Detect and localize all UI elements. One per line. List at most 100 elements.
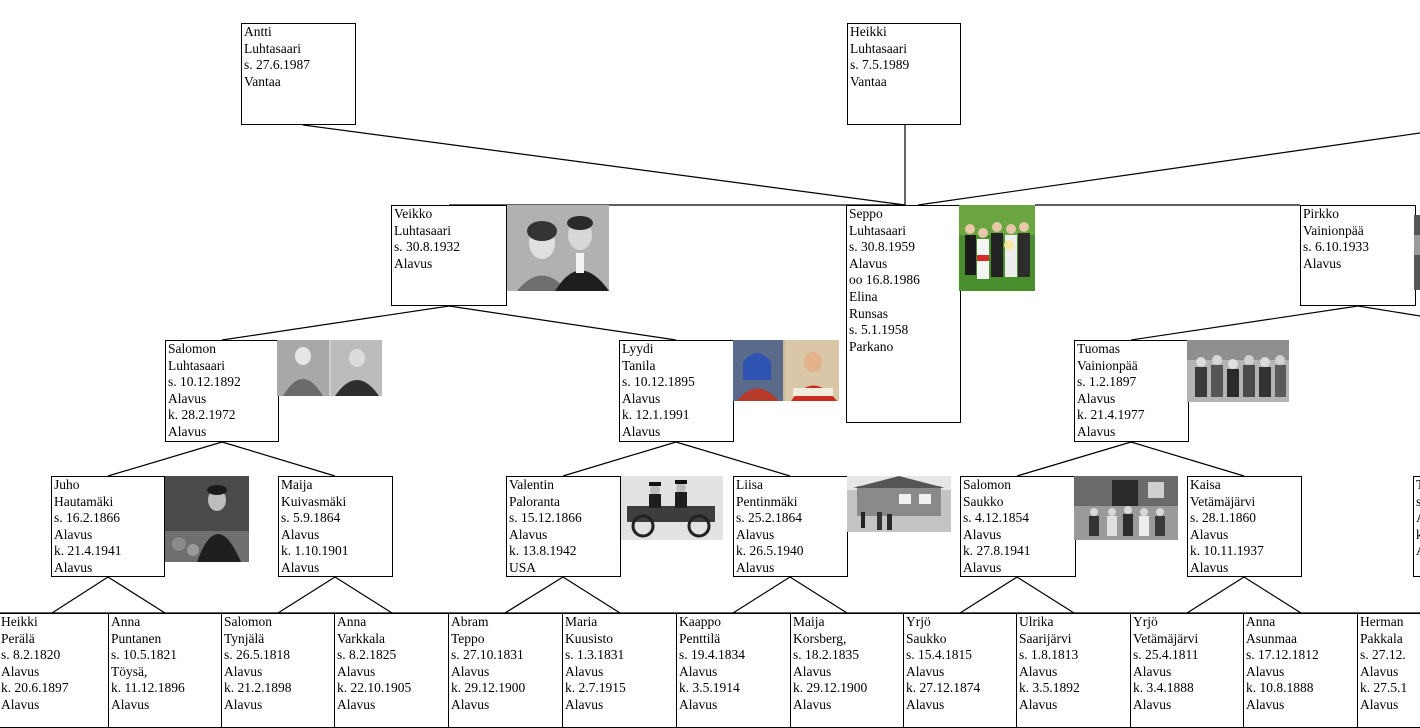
person-text-line: Luhtasaari bbox=[849, 222, 906, 238]
person-text-line: Salomon bbox=[224, 614, 273, 629]
person-text-line: A bbox=[1416, 543, 1420, 560]
person-text-line: Alavus bbox=[168, 423, 207, 439]
person-text-line: s. 26.5.1818 bbox=[224, 647, 291, 663]
person-text-line: Vetämäjärvi bbox=[1190, 493, 1256, 509]
person-text-line: Tuomas bbox=[1077, 341, 1121, 356]
person-text-line: s. 16.2.1866 bbox=[54, 510, 121, 526]
person-text-line: Alavus bbox=[54, 526, 93, 542]
person-text-line: Paloranta bbox=[509, 493, 560, 509]
person-text-line: Alavus bbox=[736, 526, 775, 542]
person-text-line: s. 27.6.1987 bbox=[244, 57, 311, 73]
person-text-line: k. 11.12.1896 bbox=[111, 680, 185, 696]
photo-salomon-luhtasaari bbox=[277, 340, 382, 396]
person-text-line: Vantaa bbox=[850, 73, 887, 89]
person-text-line: Alavus bbox=[622, 390, 661, 406]
photo-tuomas bbox=[1187, 340, 1289, 402]
person-text-line: Alavus bbox=[793, 663, 832, 679]
person-text-line: Alavus bbox=[111, 696, 150, 712]
person-text-line: Kuivasmäki bbox=[281, 493, 347, 509]
person-text-line: Alavus bbox=[281, 526, 320, 542]
person-text-line: Alavus bbox=[1303, 255, 1342, 271]
connector-line bbox=[1357, 305, 1420, 317]
portrait-pair-image bbox=[733, 340, 839, 401]
person-text-line: Penttilä bbox=[679, 630, 721, 646]
person-text-line: k. 3.5.1914 bbox=[679, 680, 740, 696]
person-text-line: oo 16.8.1986 bbox=[849, 272, 920, 288]
person-text-line: Maija bbox=[793, 614, 825, 629]
person-box-edge-right[interactable]: TsAkA bbox=[1413, 476, 1420, 577]
person-text-line: Alavus bbox=[281, 559, 320, 575]
connector-line bbox=[504, 576, 564, 614]
connector-line bbox=[51, 576, 109, 614]
person-text-line: s. 27.12. bbox=[1360, 647, 1406, 663]
person-text-line: s. 15.12.1866 bbox=[509, 510, 582, 526]
person-text-line: Salomon bbox=[168, 341, 217, 356]
person-text-line: k. 12.1.1991 bbox=[622, 407, 690, 423]
person-text-line: Lyydi bbox=[622, 341, 654, 356]
person-text-line: Vainionpää bbox=[1303, 222, 1364, 238]
person-text-line: Abram bbox=[451, 614, 489, 629]
person-text-line: Antti bbox=[244, 24, 272, 39]
person-text-line: s. 1.8.1813 bbox=[1019, 647, 1079, 663]
person-text-line: Alavus bbox=[224, 696, 263, 712]
person-text-line: Saukko bbox=[963, 493, 1004, 509]
person-text-line: k. 21.4.1941 bbox=[54, 543, 122, 559]
person-text-line: Alavus bbox=[337, 663, 376, 679]
person-text-line: Alavus bbox=[451, 696, 490, 712]
person-text-line: k. 29.12.1900 bbox=[451, 680, 526, 696]
house-photo-image bbox=[847, 476, 951, 532]
person-text-line: Hautamäki bbox=[54, 493, 114, 509]
car-photo-image bbox=[621, 476, 723, 540]
person-text-line: Luhtasaari bbox=[244, 40, 301, 56]
person-text-line: k. 29.12.1900 bbox=[793, 680, 868, 696]
person-text-line: Heikki bbox=[1, 614, 38, 629]
person-text-line: Parkano bbox=[849, 338, 894, 354]
person-text-line: Alavus bbox=[793, 696, 832, 712]
person-text-line: s. 18.2.1835 bbox=[793, 647, 860, 663]
person-text-line: Pirkko bbox=[1303, 206, 1340, 221]
connector-line bbox=[1130, 441, 1245, 477]
person-text-line: Alavus bbox=[565, 663, 604, 679]
person-text-line: Alavus bbox=[679, 663, 718, 679]
person-text-line: Vetämäjärvi bbox=[1133, 630, 1199, 646]
person-text-line: Alavus bbox=[1077, 390, 1116, 406]
photo-seppo bbox=[959, 205, 1035, 291]
connector-line bbox=[107, 576, 166, 614]
person-text-line: k. 3.5.1892 bbox=[1019, 680, 1080, 696]
person-text-line: s. 30.8.1959 bbox=[849, 239, 916, 255]
person-text-line: s. 4.12.1854 bbox=[963, 510, 1030, 526]
connector-line bbox=[1243, 576, 1302, 614]
person-text-line: k. 3.4.1888 bbox=[1133, 680, 1194, 696]
person-text-line: k. 26.5.1940 bbox=[736, 543, 804, 559]
person-text-line: k. 2.7.1915 bbox=[565, 680, 626, 696]
person-text-line: Vantaa bbox=[244, 73, 281, 89]
person-text-line: Maija bbox=[281, 477, 313, 492]
